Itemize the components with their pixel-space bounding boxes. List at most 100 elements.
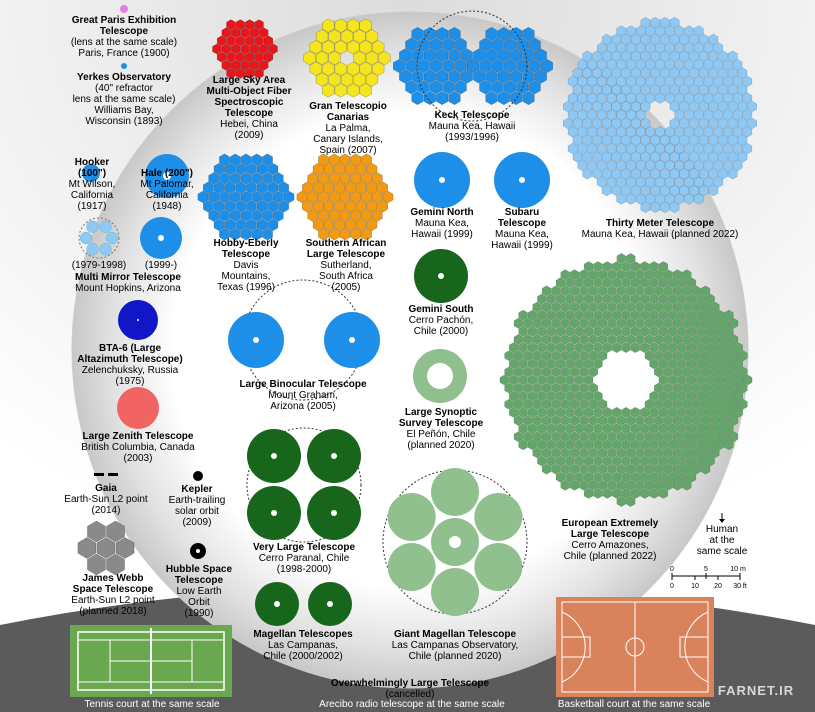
keck-interferometer [416,10,528,122]
lbt-2-hole [349,337,355,343]
label-gemn-sub: Mauna Kea, [415,218,469,229]
label-magellan-sub: Las Campanas, [267,640,339,651]
label-hale-sub: (1948) [152,201,182,212]
tennis-caption: Tennis court at the same scale [84,699,220,710]
label-salt-sub: Sutherland, [320,260,372,271]
basketball-caption: Basketball court at the same scale [557,699,711,710]
mmt-year-1: (1999-) [145,260,177,271]
label-lsst-title: Survey Telescope [398,418,484,429]
label-owl-sub: (cancelled) [385,689,435,700]
label-jwst-title: James Webb [82,573,144,584]
label-elt-sub: Chile (planned 2022) [563,551,657,562]
elt-mirror [499,253,753,507]
label-kepler-sub: (2009) [182,517,212,528]
label-lamost-sub: (2009) [234,130,264,141]
scale-label-ft-1: 10 [691,583,699,590]
mirrors-group [77,5,757,626]
label-elt-title: European Extremely [561,518,659,529]
label-bta-sub: Zelenchuksky, Russia [81,365,179,376]
label-magellan-sub: Chile (2000/2002) [263,651,343,662]
label-gtc-sub: Canary Islands, [313,134,383,145]
label-human-sub: Human [705,524,739,535]
label-gtc-sub: Spain (2007) [319,145,377,156]
mmt-old [78,217,120,259]
label-salt-sub: South Africa [319,271,373,282]
gemini-south-mirror-hole [438,273,444,279]
vlt-unit-4-hole [331,510,337,516]
label-yerkes-sub: Williams Bay, [94,105,154,116]
label-het-sub: Texas (1996) [217,282,275,293]
label-gems-sub: Cerro Pachón, [408,315,474,326]
hooker-mirror [82,164,100,182]
gmt-segment-3 [387,493,436,541]
gmt-segment-6 [474,543,523,591]
label-lamost-sub: Hebei, China [220,119,278,130]
lamost-mirror [212,19,278,79]
label-het-sub: Mountains, [221,271,271,282]
het-mirror [197,153,295,241]
scale-label-m-0: 0 [670,566,674,573]
label-gtc-title: Canarias [326,112,370,123]
subaru-mirror-hole [519,177,525,183]
scale-label-ft-3: 30 ft [733,583,747,590]
label-tmt-title: Thirty Meter Telescope [605,218,715,229]
label-het-title: Hobby-Eberly [213,238,279,249]
bta-mirror-hole [137,319,139,321]
label-lsst-sub: (planned 2020) [407,440,475,451]
label-hale: Hale (200")Mt Palomar,California(1948) [140,168,193,212]
label-subaru-title: Subaru [504,207,540,218]
label-paris-sub: (lens at the same scale) [70,37,178,48]
label-lzt-sub: (2003) [123,453,153,464]
label-lzt-sub: British Columbia, Canada [81,442,195,453]
scale-label-ft-2: 20 [714,583,722,590]
label-gemn-title: Gemini North [410,207,474,218]
human-arrow [719,519,725,523]
label-human-sub: at the [709,535,735,546]
label-hubble-sub: (1990) [184,608,214,619]
label-bta-title: BTA-6 (Large [98,343,162,354]
label-salt-sub: (2005) [331,282,361,293]
label-tmt-sub: Mauna Kea, Hawaii (planned 2022) [581,229,739,240]
label-subaru-sub: Hawaii (1999) [491,240,553,251]
label-kepler-title: Kepler [181,484,213,495]
mmt-new-hole [158,235,164,241]
gmt-segment-4 [387,543,436,591]
label-gtc-title: Gran Telescopio [309,101,387,112]
kepler-mirror [193,471,203,481]
label-paris-title: Telescope [99,26,149,37]
label-jwst-title: Space Telescope [72,584,154,595]
label-yerkes-sub: lens at the same scale) [72,94,176,105]
jwst-core [96,537,116,559]
label-gmt-sub: Las Campanas Observatory, [391,640,519,651]
hubble-mirror-hole [196,549,200,553]
watermark: FARNET.IR [717,683,795,698]
label-salt-title: Southern African [305,238,387,249]
label-vlt-sub: (1998-2000) [276,564,332,575]
label-keck-sub: (1993/1996) [445,132,499,143]
label-hubble-sub: Low Earth [176,586,222,597]
label-owl-title: Overwhelmingly Large Telescope [330,678,490,689]
label-hooker: Hooker(100")Mt Wilson,California(1917) [69,157,116,212]
label-lamost-title: Multi-Object Fiber [206,86,292,97]
label-gaia-sub: (2014) [91,505,121,516]
label-bta-sub: (1975) [115,376,145,387]
yerkes-lens [121,63,127,69]
lbt-1-hole [253,337,259,343]
vlt-dotted [246,427,362,543]
label-lbt-sub: Arizona (2005) [270,401,336,412]
gmt-segment-1-hole [449,536,461,548]
label-owl: Overwhelmingly Large Telescope(cancelled… [331,678,489,700]
label-mmt-title: Multi Mirror Telescope [75,272,181,283]
